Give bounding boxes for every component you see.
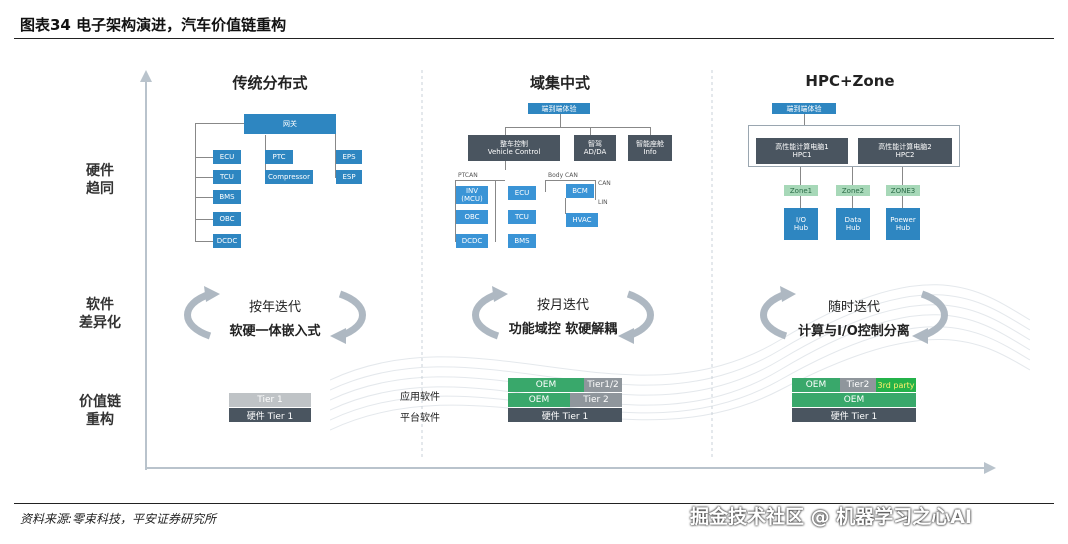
- row-label-software: 软件差异化: [79, 297, 121, 331]
- can-label: CAN: [598, 180, 611, 187]
- col3-oem-app: OEM: [792, 378, 840, 392]
- bodycan-label: Body CAN: [548, 172, 578, 179]
- ecu-box: ECU: [213, 150, 241, 164]
- compressor-box: Compressor: [265, 170, 313, 184]
- figure-title: 图表34 电子架构演进，汽车价值链重构: [20, 16, 287, 34]
- col3-hw-tier1: 硬件 Tier 1: [792, 408, 916, 422]
- data-hub-box: Data Hub: [836, 208, 870, 240]
- fw-mode-col2: 功能域控 软硬解耦: [508, 322, 618, 337]
- fw-cycle-col1: 按年迭代: [248, 300, 301, 315]
- ptc-box: PTC: [265, 150, 293, 164]
- tcu-box-col2: TCU: [508, 210, 536, 224]
- bottom-rule: [14, 503, 1054, 504]
- col1-hw-tier1: 硬件 Tier 1: [229, 408, 311, 422]
- axes: [140, 70, 996, 474]
- source-note: 资料来源:零束科技，平安证券研究所: [20, 512, 217, 526]
- cycle-arrow-col1: [184, 286, 366, 344]
- bcm-box: BCM: [566, 184, 594, 198]
- watermark: 掘金技术社区 @ 机器学习之心AI: [690, 506, 973, 528]
- col3-oem-platform: OEM: [792, 393, 916, 407]
- cycle-arrow-col2: [472, 286, 654, 344]
- io-hub-box: I/O Hub: [784, 208, 818, 240]
- zone2-box: Zone2: [836, 185, 870, 196]
- bms-box: BMS: [213, 190, 241, 204]
- vehicle-control-box: 整车控制 Vehicle Control: [468, 135, 560, 161]
- fw-cycle-col3: 随时迭代: [827, 300, 880, 315]
- lin-label: LIN: [598, 199, 608, 206]
- inv-box: INV (MCU): [456, 186, 488, 204]
- column-title-hpc-zone: HPC+Zone: [805, 72, 895, 90]
- obc-box-col2: OBC: [456, 210, 488, 224]
- row-label-hardware: 硬件趋同: [86, 163, 114, 197]
- platform-software-label: 平台软件: [400, 413, 440, 424]
- ptcan-label: PTCAN: [458, 172, 478, 179]
- e2e-box-col3: 端到端体验: [772, 103, 836, 114]
- tcu-box: TCU: [213, 170, 241, 184]
- zone1-box: Zone1: [784, 185, 818, 196]
- col3-tier2: Tier2: [840, 378, 876, 392]
- ecu-box-col2: ECU: [508, 186, 536, 200]
- dcdc-box-col2: DCDC: [456, 234, 488, 248]
- eps-box: EPS: [336, 150, 362, 164]
- wave-decoration: [330, 284, 1030, 431]
- col2-oem-platform: OEM: [508, 393, 570, 407]
- e2e-box-col2: 端到端体验: [528, 103, 590, 114]
- info-box: 智能座舱 Info: [628, 135, 672, 161]
- hpc1-box: 高性能计算电脑1 HPC1: [756, 138, 848, 164]
- gateway-box: 网关: [244, 114, 336, 134]
- col3-third-party: 3rd party: [876, 378, 916, 392]
- bms-box-col2: BMS: [508, 234, 536, 248]
- column-title-distributed: 传统分布式: [232, 74, 308, 92]
- esp-box: ESP: [336, 170, 362, 184]
- dcdc-box: DCDC: [213, 234, 241, 248]
- col2-tier12: Tier1/2: [584, 378, 622, 392]
- top-rule: [14, 38, 1054, 39]
- cycle-arrow-col3: [760, 286, 948, 344]
- col2-oem-app: OEM: [508, 378, 584, 392]
- hpc2-box: 高性能计算电脑2 HPC2: [858, 138, 952, 164]
- col2-hw-tier1: 硬件 Tier 1: [508, 408, 622, 422]
- app-software-label: 应用软件: [400, 392, 440, 403]
- zone3-box: ZONE3: [886, 185, 920, 196]
- fw-mode-col3: 计算与I/O控制分离: [798, 324, 910, 339]
- column-title-domain: 域集中式: [529, 74, 590, 92]
- power-hub-box: Poewer Hub: [886, 208, 920, 240]
- col2-tier2: Tier 2: [570, 393, 622, 407]
- row-label-value: 价值链重构: [79, 394, 121, 428]
- col1-tier1: Tier 1: [229, 393, 311, 407]
- adas-box: 智驾 AD/DA: [574, 135, 616, 161]
- fw-mode-col1: 软硬一体嵌入式: [229, 324, 321, 339]
- fw-cycle-col2: 按月迭代: [536, 298, 589, 313]
- hvac-box: HVAC: [566, 213, 598, 227]
- obc-box: OBC: [213, 212, 241, 226]
- hpc-container: [748, 125, 960, 167]
